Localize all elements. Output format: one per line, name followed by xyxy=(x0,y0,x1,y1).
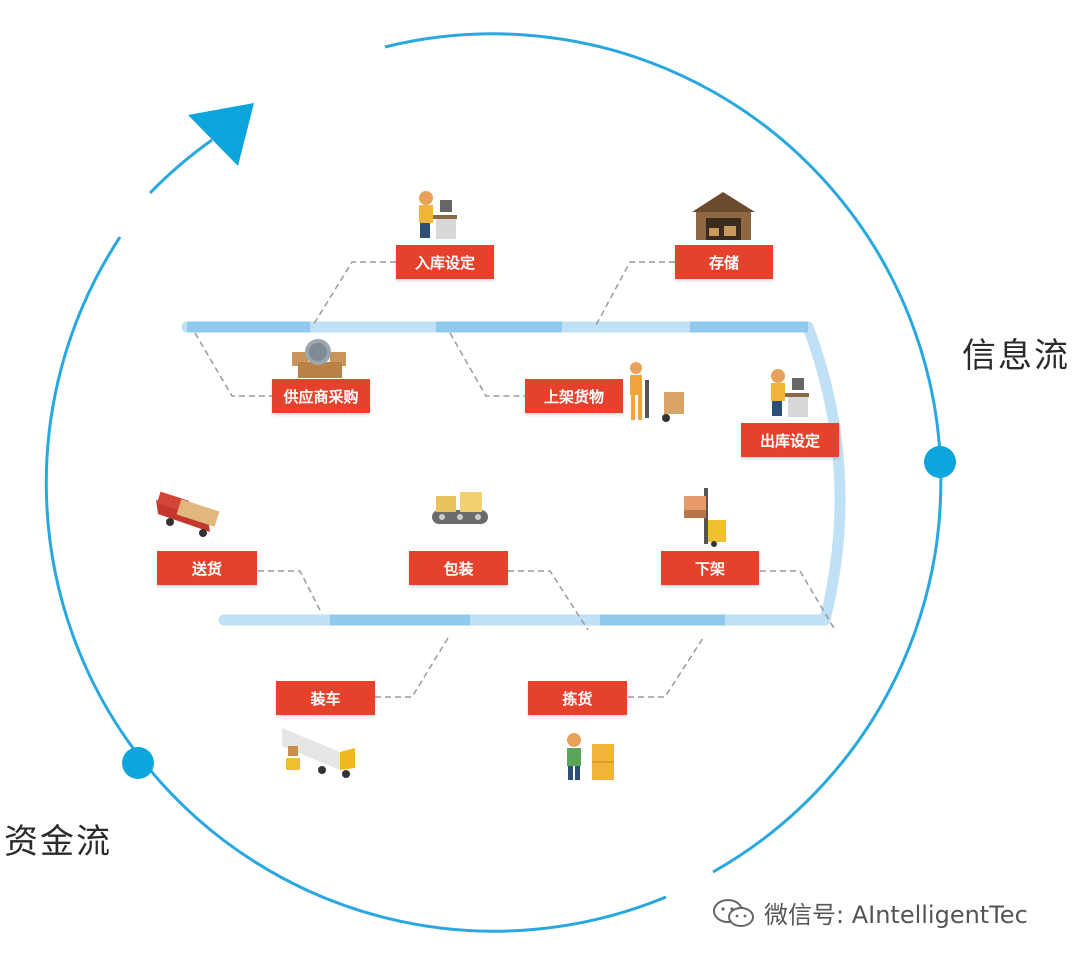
step-picking: 拣货 xyxy=(528,681,627,715)
step-inbound-setup: 入库设定 xyxy=(396,245,494,279)
step-unshelve: 下架 xyxy=(661,551,759,585)
watermark-text: 微信号: AIntelligentTec xyxy=(764,901,1028,929)
outbound-setup-worker-icon xyxy=(771,369,809,417)
top-left-arc xyxy=(148,138,213,195)
funds-flow-arc xyxy=(44,236,667,933)
inbound-setup-worker-icon xyxy=(419,191,457,239)
step-outbound-setup: 出库设定 xyxy=(741,423,839,457)
supplier-boxes-icon xyxy=(292,339,346,378)
process-track xyxy=(181,321,846,626)
wechat-icon xyxy=(713,898,754,927)
warehouse-icon xyxy=(692,192,755,240)
step-supplier-purchase: 供应商采购 xyxy=(272,379,370,413)
delivery-truck-icon xyxy=(156,491,220,537)
putaway-worker-icon xyxy=(630,362,684,422)
step-loading: 装车 xyxy=(276,681,375,715)
watermark: 微信号: AIntelligentTec xyxy=(712,895,1028,930)
step-delivery: 送货 xyxy=(157,551,257,585)
info-flow-arc xyxy=(384,32,943,874)
step-putaway: 上架货物 xyxy=(525,379,623,413)
step-packing: 包装 xyxy=(409,551,508,585)
info-flow-dot xyxy=(924,446,956,478)
picking-worker-icon xyxy=(567,733,614,780)
step-storage: 存储 xyxy=(675,245,773,279)
funds-flow-dot xyxy=(122,747,154,779)
info-flow-label: 信息流 xyxy=(962,336,1070,376)
loading-truck-icon xyxy=(282,728,355,778)
forklift-icon xyxy=(684,488,726,547)
packing-conveyor-icon xyxy=(432,492,488,524)
arrow-head-icon xyxy=(188,103,254,166)
funds-flow-label: 资金流 xyxy=(4,822,112,862)
